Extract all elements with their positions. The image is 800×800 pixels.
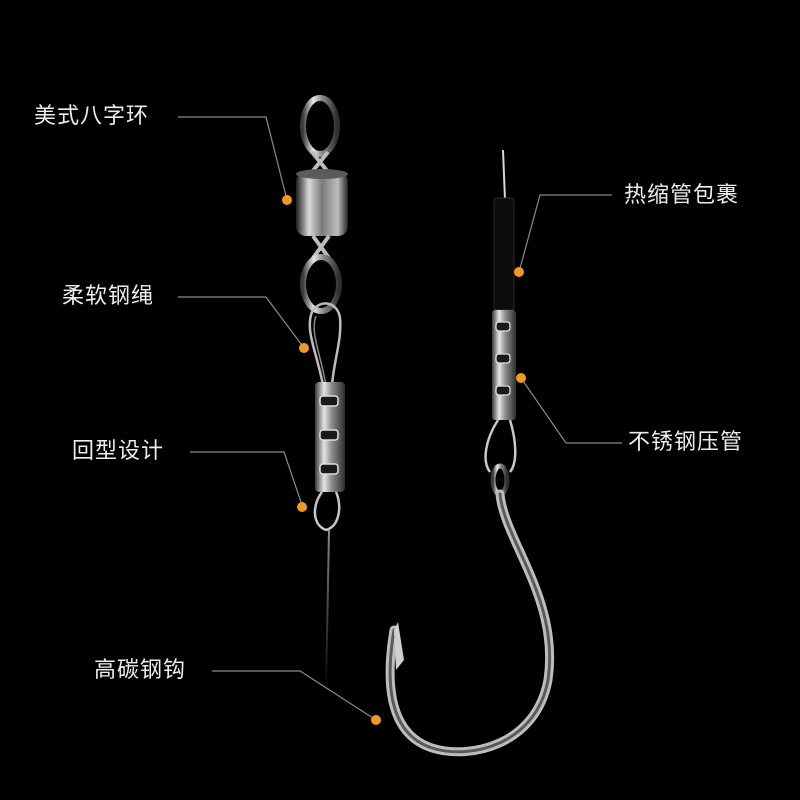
heat-shrink-tube bbox=[493, 197, 515, 311]
leader-line-loop bbox=[190, 451, 303, 506]
bottom-wire-loop bbox=[313, 491, 341, 532]
dot-wire bbox=[299, 343, 309, 353]
wire-loop bbox=[308, 302, 342, 386]
callouts bbox=[178, 116, 622, 721]
label-sleeve: 不锈钢压管 bbox=[628, 430, 744, 455]
hook-body bbox=[385, 489, 555, 757]
crimp-sleeve-left bbox=[315, 382, 345, 492]
leader-line-hook bbox=[212, 670, 377, 721]
dot-swivel bbox=[282, 195, 292, 205]
leader-line-sleeve bbox=[520, 377, 622, 444]
hook-rig bbox=[385, 55, 555, 757]
hook-point bbox=[394, 622, 404, 670]
swivel-top-eye bbox=[300, 95, 340, 157]
leader-line-swivel bbox=[178, 116, 288, 201]
label-swivel: 美式八字环 bbox=[34, 104, 150, 129]
leader-line-heat-shrink bbox=[518, 194, 612, 273]
dot-heat-shrink bbox=[514, 267, 524, 277]
label-heat-shrink: 热缩管包裹 bbox=[624, 183, 740, 208]
dot-hook bbox=[371, 715, 381, 725]
dot-sleeve bbox=[516, 373, 526, 383]
label-wire: 柔软钢绳 bbox=[62, 284, 155, 309]
leader-line-wire bbox=[178, 296, 305, 349]
label-loop: 回型设计 bbox=[72, 439, 165, 464]
swivel-rig bbox=[296, 95, 348, 691]
dot-loop bbox=[297, 502, 307, 512]
callout-dots bbox=[282, 195, 526, 725]
swivel-bottom-eye bbox=[300, 254, 342, 314]
crimp-sleeve-right bbox=[492, 310, 516, 420]
swivel-neck bbox=[310, 150, 330, 174]
label-hook: 高碳钢钩 bbox=[94, 658, 187, 683]
swivel-barrel bbox=[296, 172, 348, 236]
